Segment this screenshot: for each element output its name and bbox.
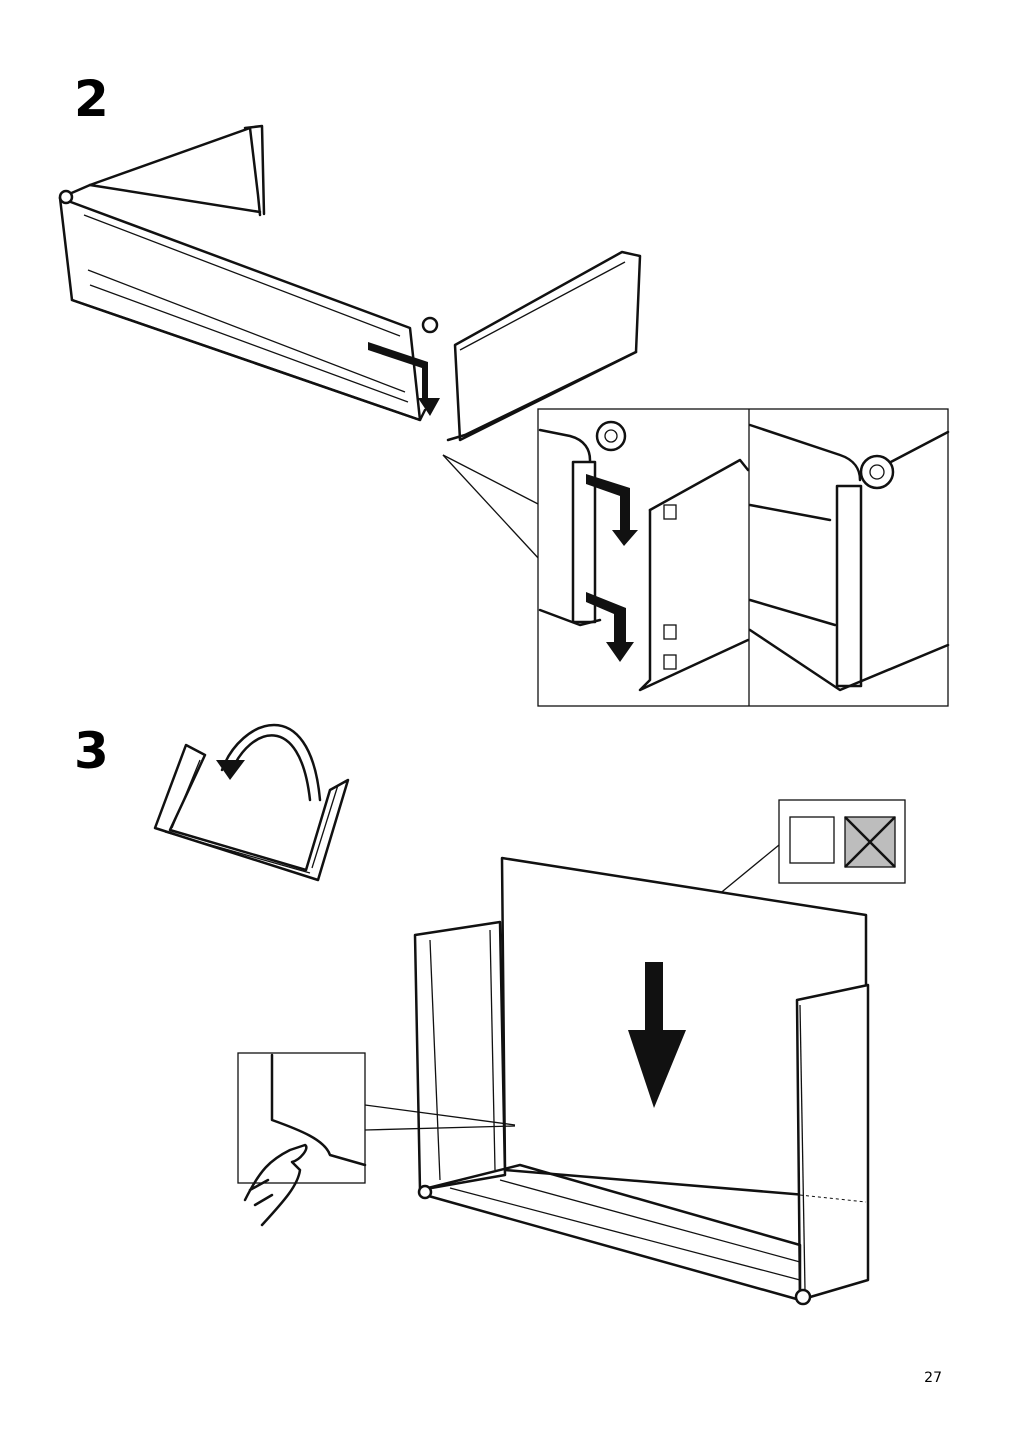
step-number-2: 2 xyxy=(74,70,109,128)
step-number-3: 3 xyxy=(74,722,109,780)
rotate-part-illustration xyxy=(153,723,350,882)
drawer-bottom-illustration xyxy=(364,856,870,1306)
page-number: 27 xyxy=(924,1370,942,1386)
correct-incorrect-indicator xyxy=(711,799,906,901)
correct-side-icon xyxy=(789,816,835,864)
hand-detail-box xyxy=(237,1052,367,1227)
drawer-back-panel-illustration xyxy=(58,124,642,442)
hand-icon xyxy=(243,1143,308,1227)
step-2-detail-box xyxy=(537,408,950,707)
